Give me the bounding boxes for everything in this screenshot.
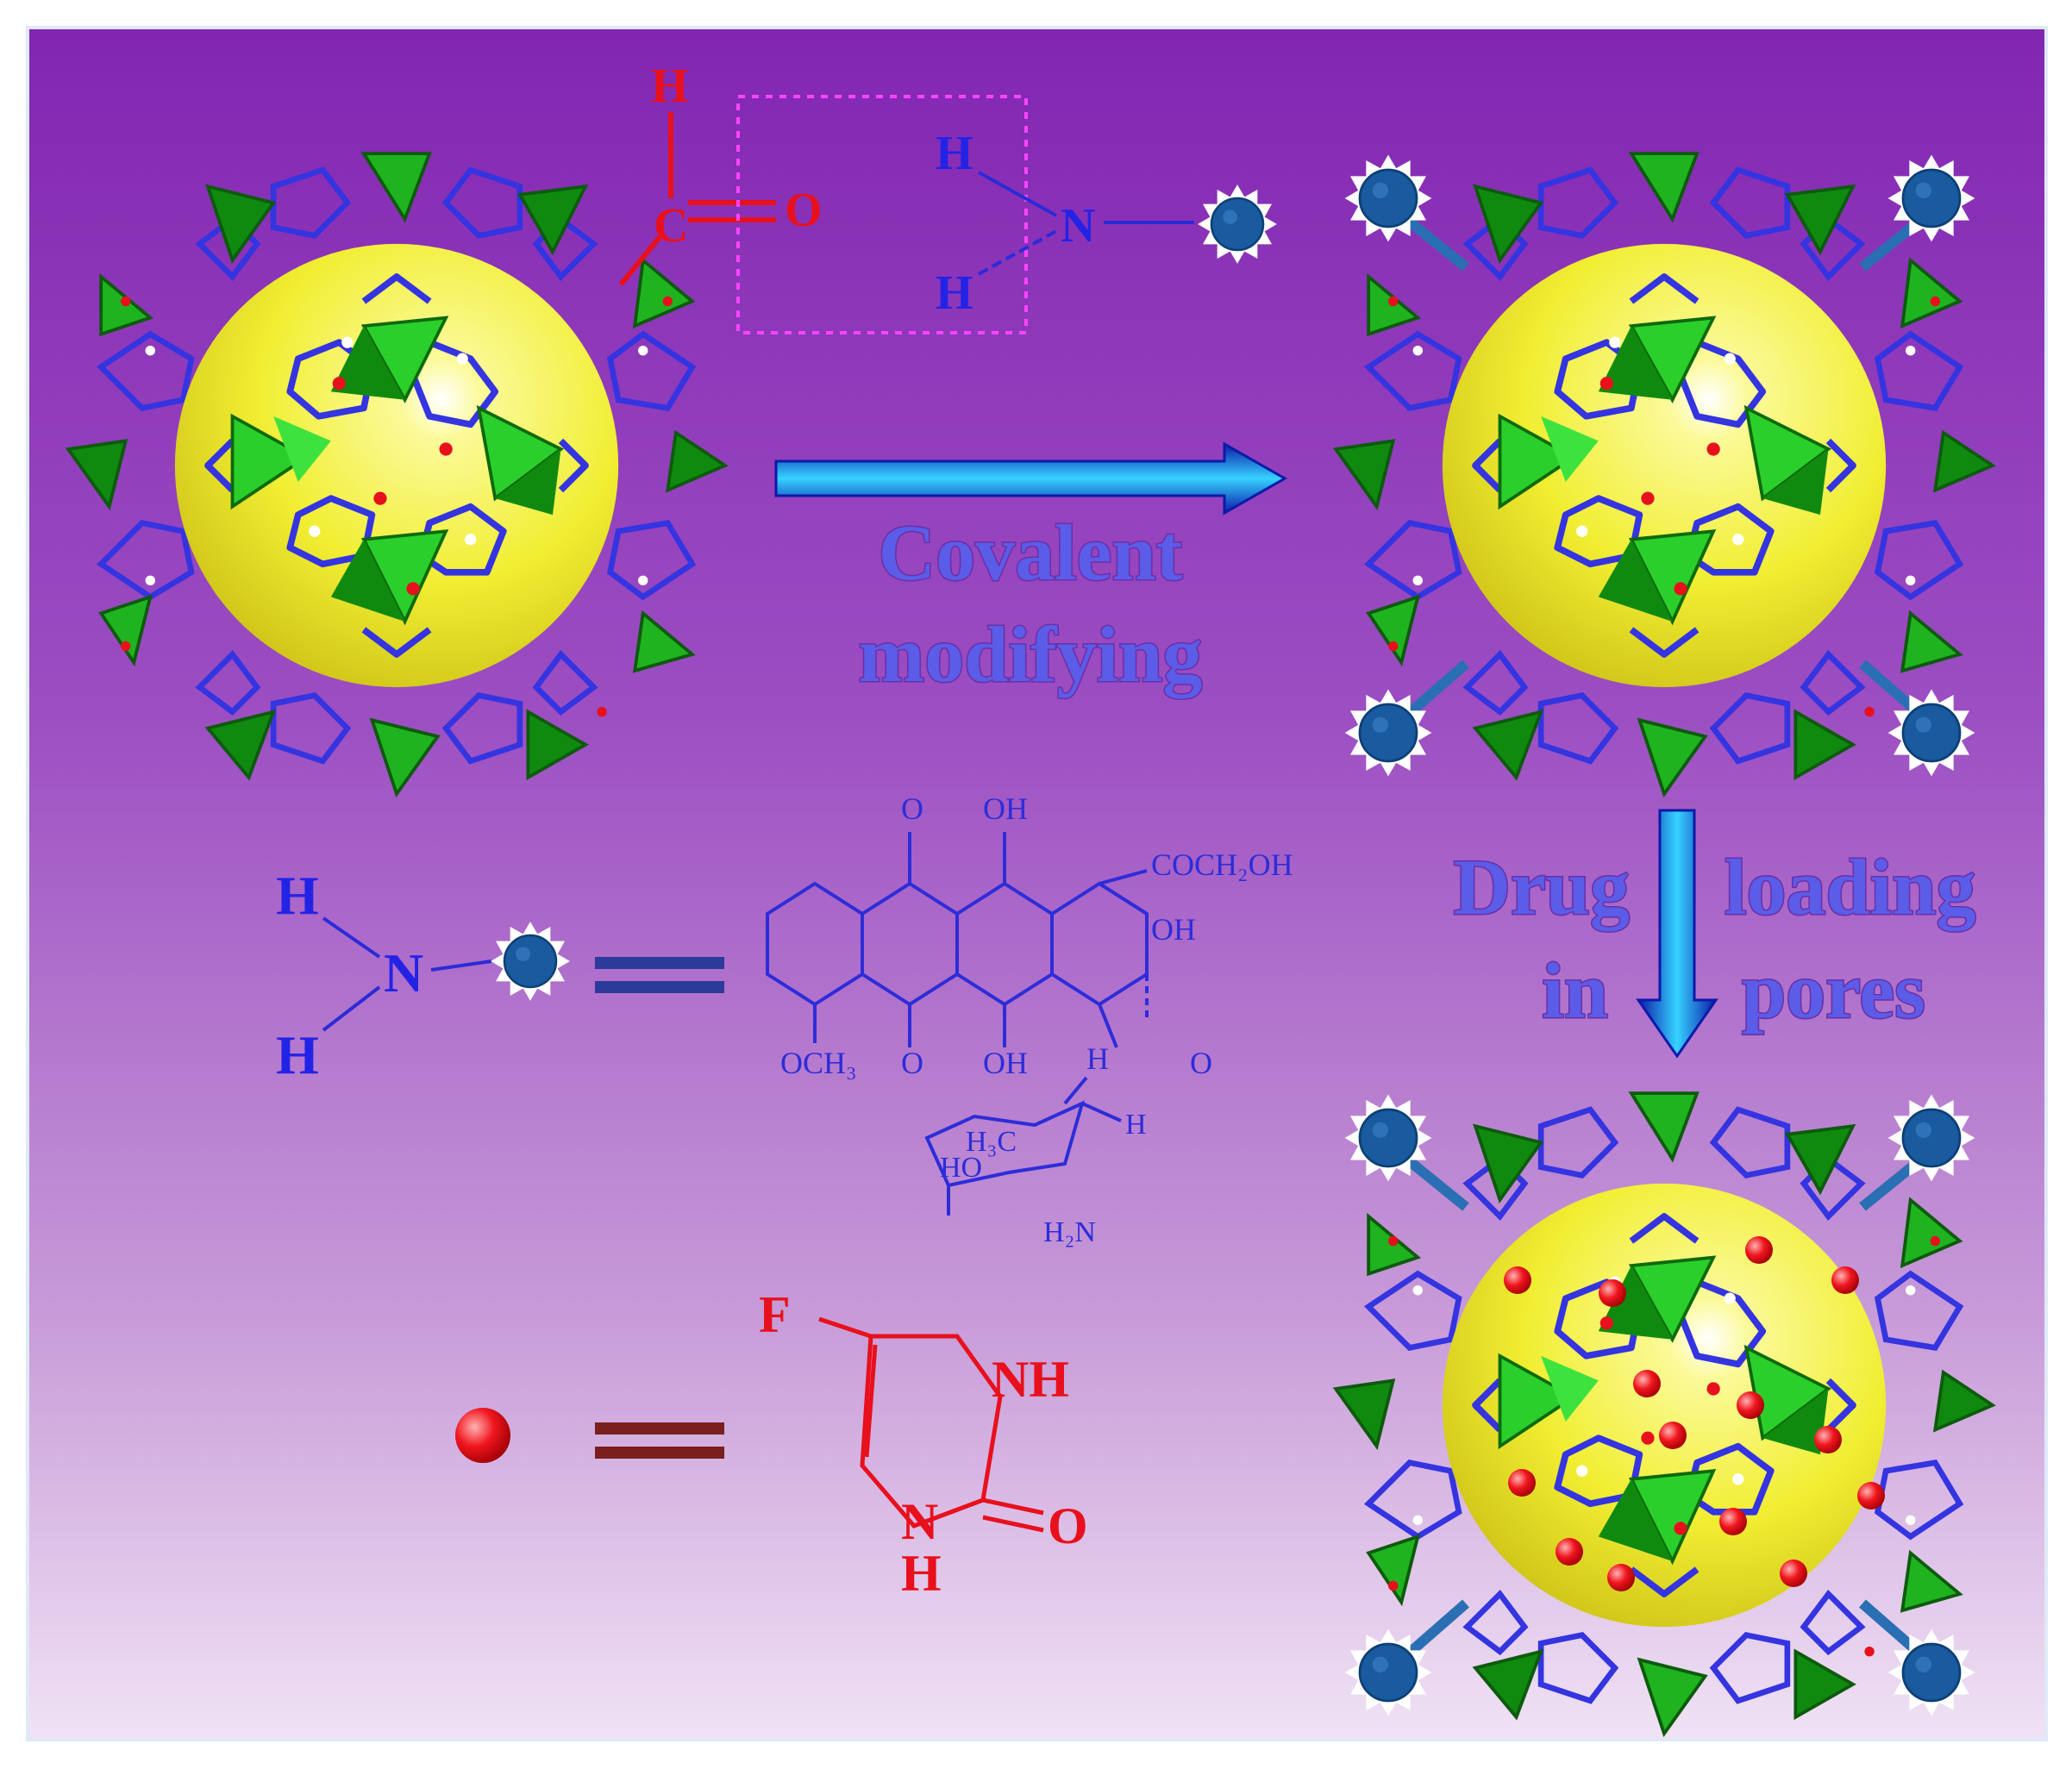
amine-h2-label: H [936, 266, 973, 320]
dox-h-center: H [1086, 1041, 1109, 1076]
dox-oh-right: OH [1151, 912, 1196, 947]
pores-label: pores [1742, 947, 1925, 1035]
fu-nh-label: NH [992, 1351, 1069, 1408]
dox-o-bottom: O [901, 1046, 923, 1080]
dox-h3c: H₃C [966, 1126, 1017, 1158]
drug-badge-icon [1887, 153, 1976, 243]
dox-h2n: H₂N [1043, 1216, 1096, 1248]
fluorouracil-structure [818, 1316, 1044, 1533]
doxorubicin-structure [766, 832, 1149, 1216]
fu-n-label: N [901, 1493, 938, 1550]
dox-ho: HO [940, 1152, 982, 1184]
fu-h-label: H [901, 1545, 942, 1602]
drug-badge-icon [489, 920, 572, 1003]
amine-n-label: N [1061, 199, 1095, 253]
legend-h2-label: H [276, 1024, 319, 1085]
modifying-label: modifying [859, 610, 1203, 698]
legend-amine-drug: H H N [276, 865, 724, 1085]
covalent-label: Covalent [879, 509, 1183, 597]
aldehyde-o-label: O [785, 184, 823, 237]
dox-o-link: O [1190, 1046, 1212, 1080]
dox-oh-bottom: OH [983, 1046, 1028, 1080]
equals-bar [595, 957, 724, 969]
legend-h1-label: H [276, 865, 319, 926]
drug-loading-arrow: Drug in loading pores [1452, 809, 1977, 1059]
amine-h1-label: H [936, 127, 973, 180]
fu-f-label: F [759, 1286, 791, 1343]
drug-badge-icon [1887, 1093, 1976, 1183]
aldehyde-group: H C O [618, 59, 823, 286]
legend-n-label: N [384, 942, 423, 1003]
dox-o-top: O [901, 791, 923, 826]
amine-reagent: H H N [936, 127, 1279, 320]
fu-o-label: O [1048, 1497, 1088, 1554]
loaded-cage-badges [1343, 1093, 1976, 1717]
dox-cocooh: COCH₂OH [1151, 847, 1293, 882]
dox-och3: OCH₃ [780, 1046, 857, 1080]
legend-red-dot [455, 1408, 724, 1463]
equals-bar [595, 1422, 724, 1435]
in-label: in [1542, 947, 1608, 1035]
drug-label: Drug [1454, 843, 1630, 931]
reaction-site-box [736, 95, 1028, 334]
aldehyde-c-label: C [654, 199, 688, 253]
equals-bar [595, 981, 724, 993]
fluorouracil-labels: F NH N H O [759, 1286, 1088, 1602]
dox-oh-top: OH [983, 791, 1028, 826]
loaded-drug-dots [1504, 1236, 1885, 1591]
drug-badge-icon [1196, 183, 1279, 266]
dox-h-sugar: H [1125, 1109, 1147, 1141]
aldehyde-h-label: H [651, 59, 689, 113]
drug-dot-icon [455, 1408, 510, 1463]
mof-cage-unmodified [68, 153, 725, 794]
covalent-modifying-arrow: Covalent modifying [774, 441, 1288, 700]
doxorubicin-labels: O OH COCH₂OH OH OCH₃ O OH H O H₃C HO H₂N… [780, 791, 1293, 1248]
equals-bar [595, 1447, 724, 1459]
loading-label: loading [1725, 843, 1975, 931]
modified-cage-badges [1343, 153, 1976, 778]
